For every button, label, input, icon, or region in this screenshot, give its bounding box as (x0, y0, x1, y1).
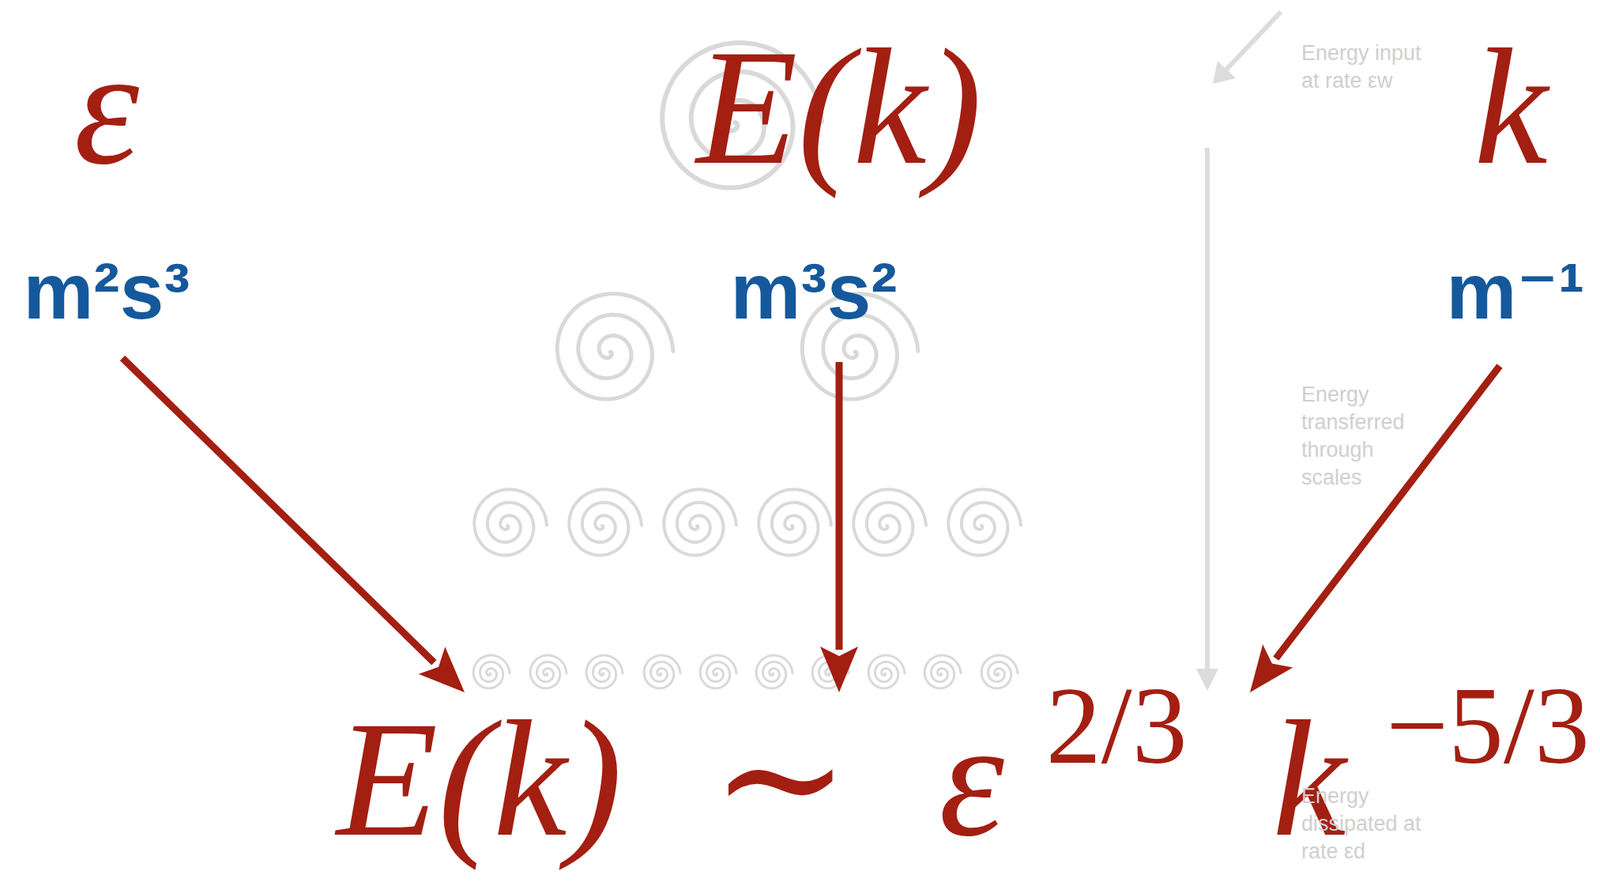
energy-note: Energy transferred through scales (1301, 380, 1436, 492)
eddy-swirl (981, 655, 1018, 689)
eddy-swirl (530, 655, 567, 689)
unit-label: m²s³ (22, 251, 190, 331)
quantity-group: E(k) m³s² (696, 23, 982, 331)
arrow-shaft (835, 361, 844, 650)
arrow-shaft (1276, 365, 1500, 659)
eddy-swirl (758, 489, 832, 555)
energy-cascade-line (1204, 147, 1210, 671)
eddy-swirl (868, 655, 905, 689)
eddy-swirl (643, 655, 681, 689)
exponent: −5/3 (1385, 670, 1590, 781)
eddy-swirl (663, 489, 737, 555)
quantity-group: ε m²s³ (22, 23, 190, 331)
formula-term: k (1272, 695, 1346, 862)
quantity-group: km⁻¹ (1441, 23, 1581, 331)
arrow-head (1249, 643, 1293, 693)
eddy-swirl (756, 655, 793, 689)
eddy-swirl (948, 489, 1021, 555)
dimension-arrow (820, 361, 859, 693)
arrow-head (418, 646, 465, 693)
arrow-shaft (122, 357, 434, 663)
arrow-head (820, 646, 859, 693)
energy-cascade-head (1196, 668, 1219, 691)
energy-input-arrow (1226, 11, 1281, 70)
quantity-symbol: E(k) (696, 23, 982, 190)
exponent: 2/3 (1046, 670, 1188, 781)
scaling-law-formula: E(k) ∼ ε2/3k−5/3 (336, 695, 1590, 862)
energy-note: Energy dissipated at rate εd (1301, 782, 1448, 866)
quantity-symbol: ε (74, 23, 140, 190)
eddy-swirl (924, 655, 961, 689)
eddy-swirl (473, 655, 510, 689)
eddy-swirl (586, 655, 623, 689)
unit-label: m⁻¹ (1446, 251, 1585, 331)
eddy-swirl (568, 489, 642, 555)
formula-term: E(k) ∼ ε (336, 695, 1005, 862)
energy-note: Energy input at rate εw (1301, 39, 1444, 95)
unit-label: m³s² (730, 251, 897, 331)
eddy-swirl (853, 489, 927, 555)
dimension-arrow (1249, 365, 1500, 693)
eddy-swirl (700, 655, 737, 689)
eddy-swirl (557, 293, 674, 400)
eddy-swirl (474, 489, 547, 555)
energy-flow-arrows (1196, 11, 1281, 691)
dimension-arrow (122, 357, 465, 693)
quantity-symbol: k (1473, 23, 1548, 190)
energy-input-head (1212, 60, 1236, 84)
